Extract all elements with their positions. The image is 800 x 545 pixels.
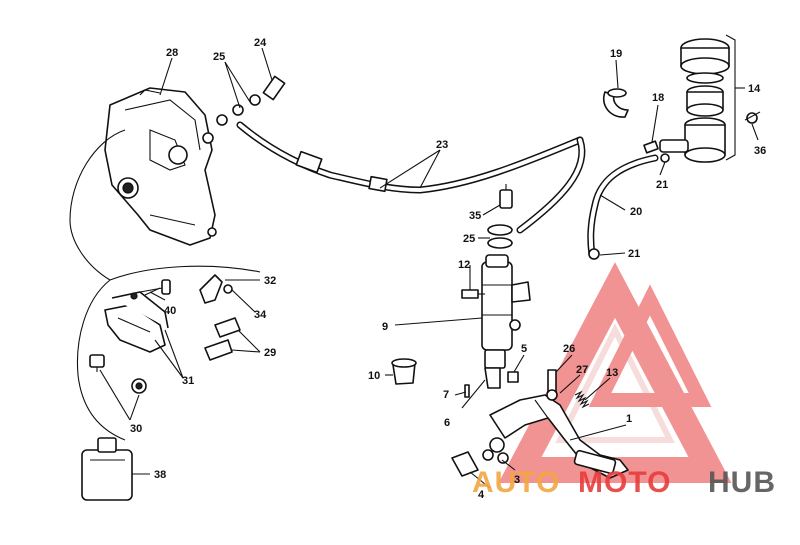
rear-brake-caliper: [104, 87, 217, 246]
label-3: 3: [514, 474, 520, 486]
label-12: 12: [458, 259, 470, 271]
label-24: 24: [254, 37, 267, 49]
label-31: 31: [182, 375, 194, 387]
label-25: 25: [463, 233, 475, 245]
banjo-bolt-upper: [216, 75, 286, 126]
watermark-text: AUTO MOTO HUB: [472, 466, 776, 499]
pedal-pivot-bolt: [451, 449, 509, 477]
pads-group-outline-top: [109, 265, 261, 281]
label-1: 1: [626, 413, 632, 425]
label-23: 23: [436, 139, 448, 151]
label-27: 27: [576, 364, 588, 376]
pedal-bolt: [546, 369, 558, 401]
watermark-hub: HUB: [708, 466, 776, 499]
label-4: 4: [478, 489, 485, 501]
reservoir-screws: [643, 112, 758, 163]
label-40: 40: [164, 305, 176, 317]
leader-lines: [99, 47, 761, 489]
hose-clamp: [603, 88, 629, 118]
clevis-pins: [461, 371, 519, 409]
label-21: 21: [656, 179, 668, 191]
pads-group-outline: [76, 279, 126, 441]
label-36: 36: [754, 145, 766, 157]
label-10: 10: [368, 370, 380, 382]
brake-fluid-bottle: [81, 437, 133, 501]
label-9: 9: [382, 321, 388, 333]
return-spring: [574, 390, 590, 409]
rubber-cap: [391, 358, 417, 385]
label-38: 38: [154, 469, 166, 481]
pad-retaining-clips: [204, 317, 241, 361]
label-29: 29: [264, 347, 276, 359]
label-19: 19: [610, 48, 622, 60]
label-18: 18: [652, 92, 664, 104]
watermark-auto: AUTO: [472, 466, 560, 499]
caliper-group-outline: [69, 129, 126, 281]
watermark-moto: MOTO: [578, 466, 671, 499]
label-7: 7: [443, 389, 449, 401]
label-20: 20: [630, 206, 642, 218]
pad-pin: [139, 279, 171, 296]
brake-hose: [236, 121, 586, 234]
brake-pads: [104, 291, 169, 353]
caliper-bolts: [89, 354, 147, 394]
label-13: 13: [606, 367, 618, 379]
label-25: 25: [213, 51, 225, 63]
label-26: 26: [563, 343, 575, 355]
reservoir-hose: [587, 154, 659, 260]
label-21: 21: [628, 248, 640, 260]
callout-labels: 28 24 25 23 19 18 14 36 21 20 35 25 21 1…: [130, 37, 766, 501]
label-35: 35: [469, 210, 481, 222]
pad-spring-clip: [199, 274, 233, 304]
label-30: 30: [130, 423, 142, 435]
rear-master-cylinder: [481, 254, 531, 389]
label-14: 14: [748, 83, 761, 95]
fluid-reservoir: [659, 38, 730, 163]
label-34: 34: [254, 309, 267, 321]
banjo-bolt-lower: [487, 184, 513, 249]
label-32: 32: [264, 275, 276, 287]
label-5: 5: [521, 343, 527, 355]
label-28: 28: [166, 47, 178, 59]
label-6: 6: [444, 417, 450, 429]
reservoir-bracket: [725, 34, 736, 161]
